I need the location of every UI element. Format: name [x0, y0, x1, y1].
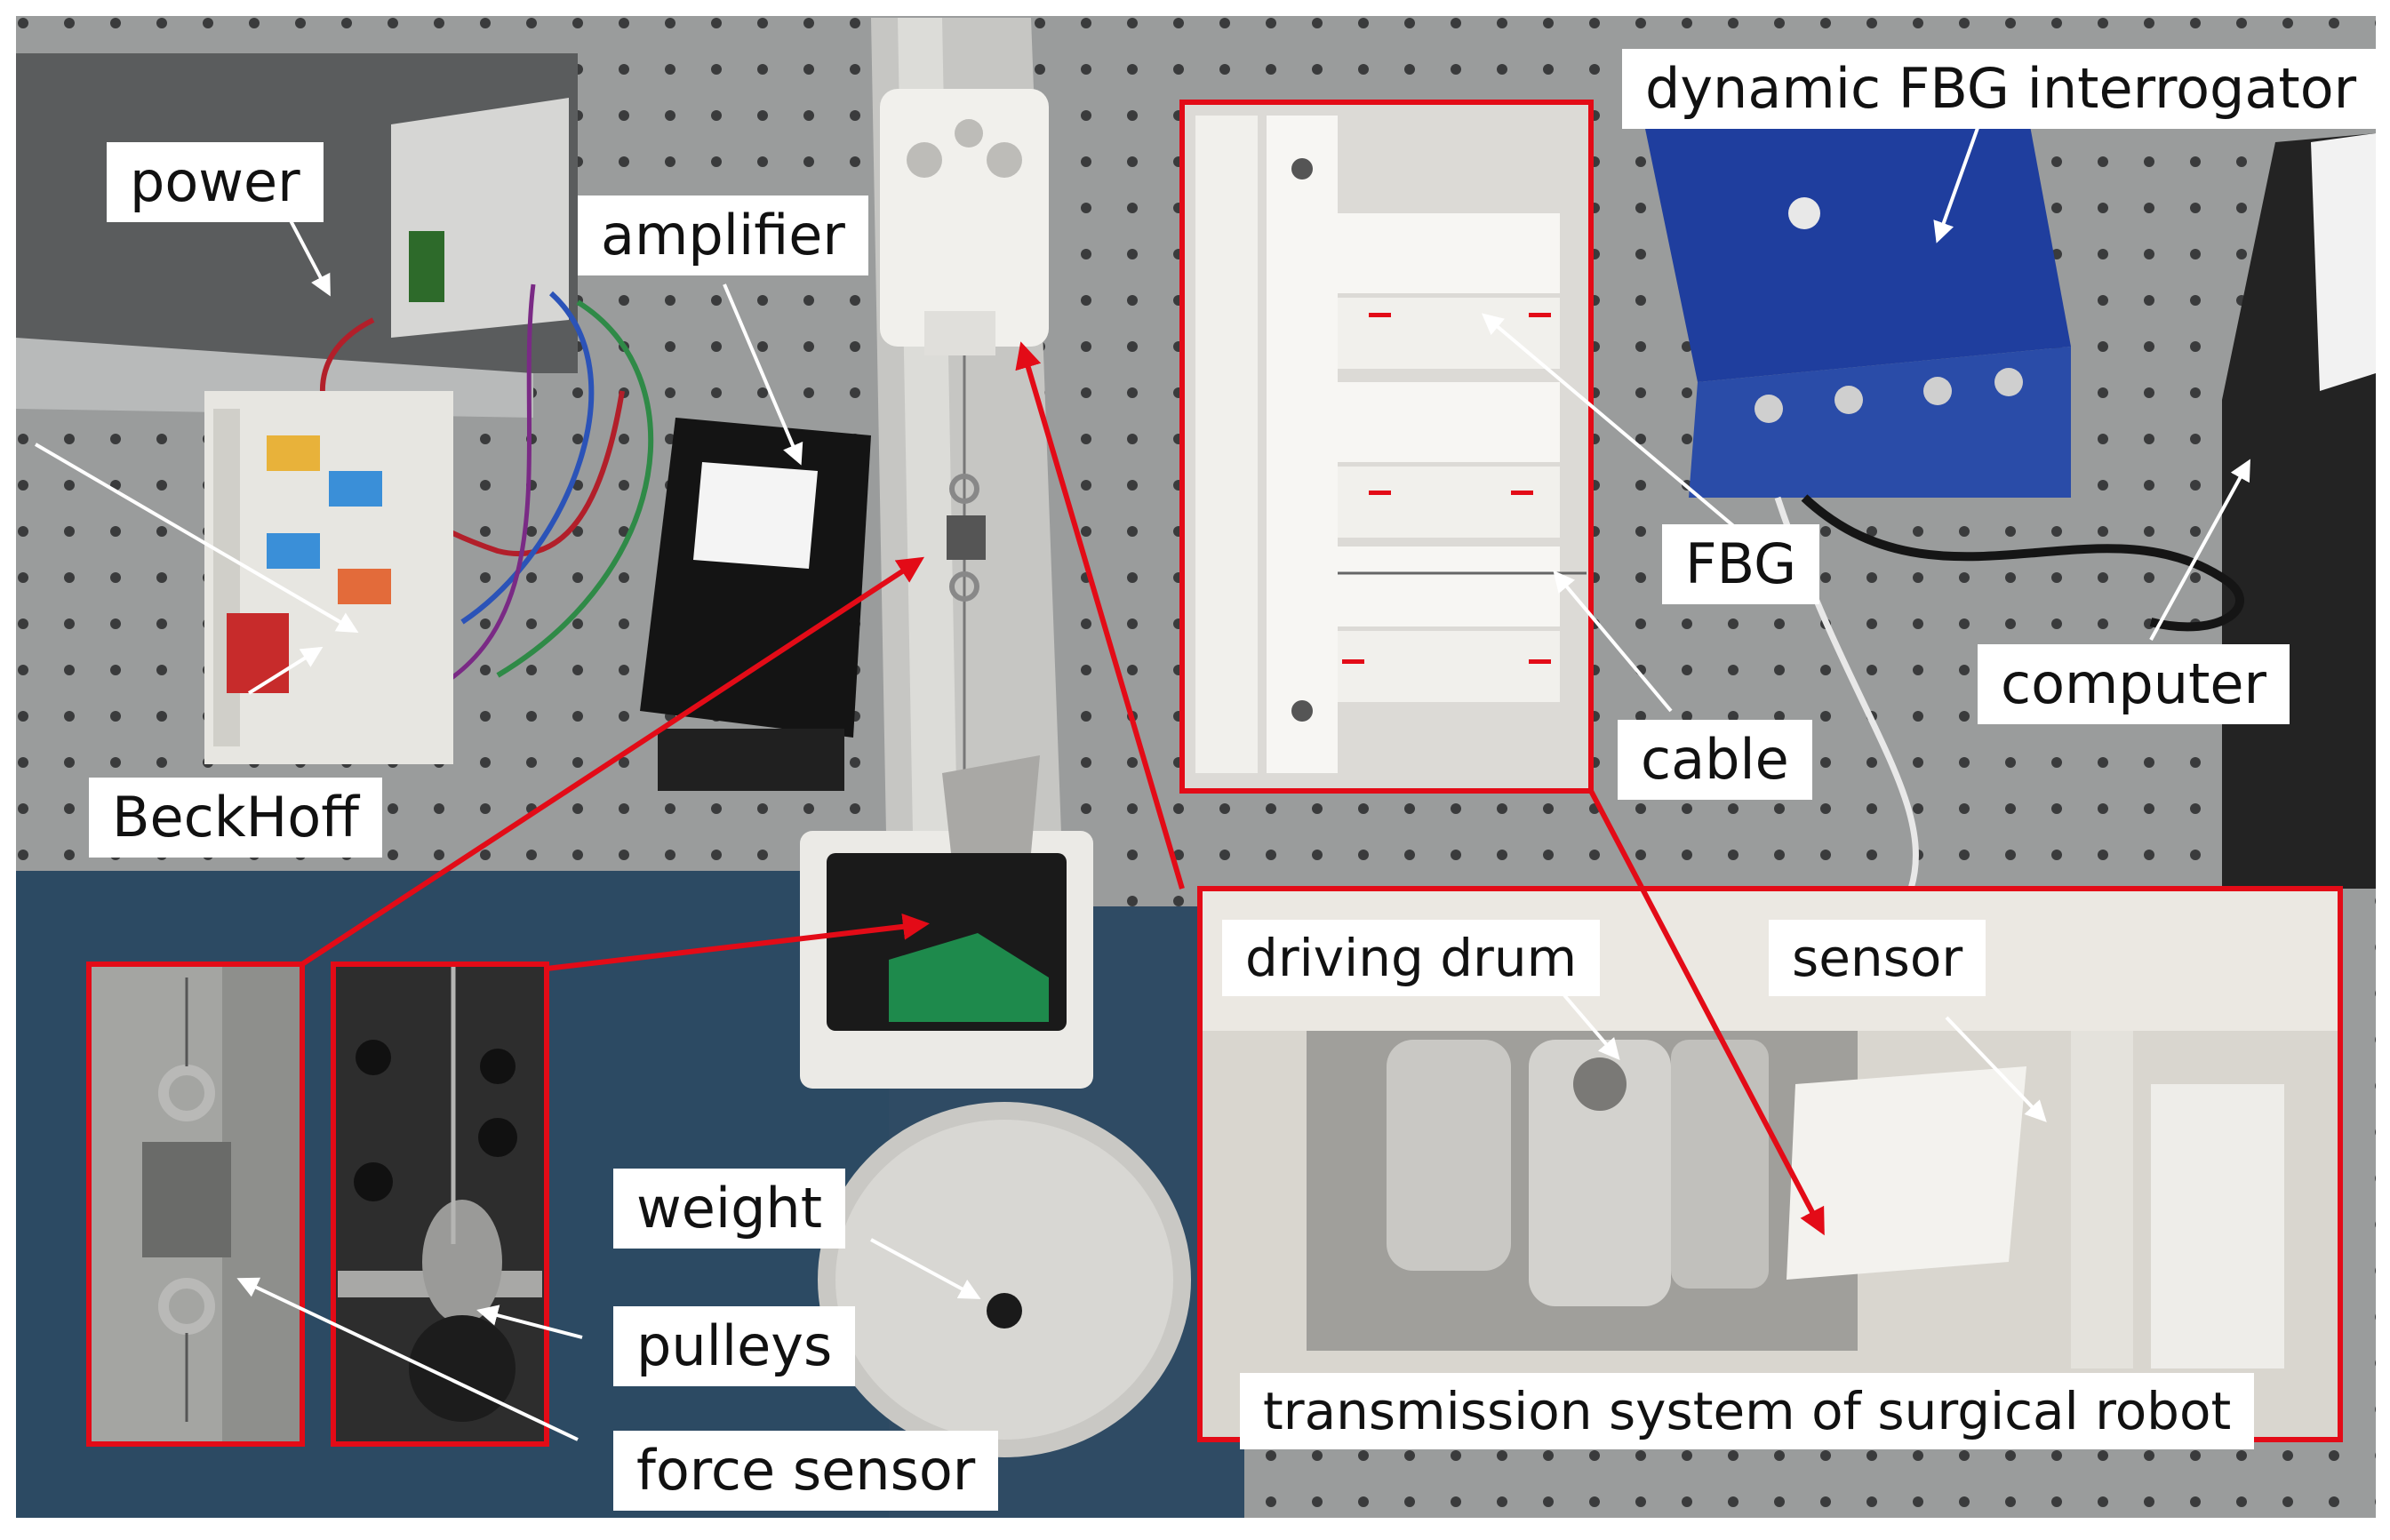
arrow-pulleys: [476, 1305, 583, 1339]
red-arrow-fbg-inset: [1015, 341, 1185, 890]
arrow-cable: [1553, 570, 1673, 713]
label-sensor: sensor: [1769, 920, 1986, 996]
label-transmission: transmission system of surgical robot: [1240, 1373, 2255, 1449]
label-beckhoff: BeckHoff: [89, 778, 382, 858]
arrow-interrogator: [1933, 115, 1984, 243]
white-housing: [880, 89, 1049, 355]
arrow-beckhoff-long: [34, 443, 359, 634]
label-power: power: [107, 142, 324, 222]
label-driving-drum: driving drum: [1222, 920, 1601, 996]
label-force-sensor: force sensor: [613, 1431, 999, 1511]
force-sensor-inset-frame: [86, 962, 305, 1447]
label-weight: weight: [613, 1169, 846, 1249]
weight-disc: [818, 1102, 1191, 1457]
arrow-computer: [2149, 459, 2250, 641]
force-sensor-inset-photo: [89, 964, 302, 1444]
red-arrow-pulleys: [546, 913, 930, 971]
arrow-power: [283, 208, 331, 297]
fbg-inset-photo: [1182, 102, 1591, 791]
pulleys-inset-frame: [331, 962, 549, 1447]
beckhoff-module: [204, 391, 453, 764]
arrow-amplifier: [723, 283, 803, 466]
force-sensor-on-rail: [947, 355, 986, 782]
arrow-fbg: [1481, 313, 1744, 535]
arrow-driving-drum: [1563, 993, 1620, 1061]
label-interrogator: dynamic FBG interrogator: [1622, 49, 2380, 129]
arrow-sensor: [1945, 1016, 2047, 1122]
arrow-weight: [870, 1238, 981, 1299]
fbg-interrogator: [1644, 107, 2071, 498]
amplifier-box: [640, 418, 871, 791]
pulleys-inset-photo: [333, 964, 547, 1444]
red-arrow-force-sensor: [300, 556, 925, 967]
red-arrow-transmission: [1588, 789, 1825, 1236]
pulley-mount: [800, 755, 1093, 1089]
label-computer: computer: [1978, 644, 2290, 724]
label-pulleys: pulleys: [613, 1306, 856, 1386]
label-amplifier: amplifier: [578, 195, 868, 275]
arrow-force-sensor: [236, 1277, 579, 1441]
label-fbg: FBG: [1662, 524, 1820, 604]
fbg-inset-frame: [1179, 100, 1594, 794]
arrow-beckhoff-up: [247, 646, 324, 695]
label-cable: cable: [1618, 720, 1812, 800]
